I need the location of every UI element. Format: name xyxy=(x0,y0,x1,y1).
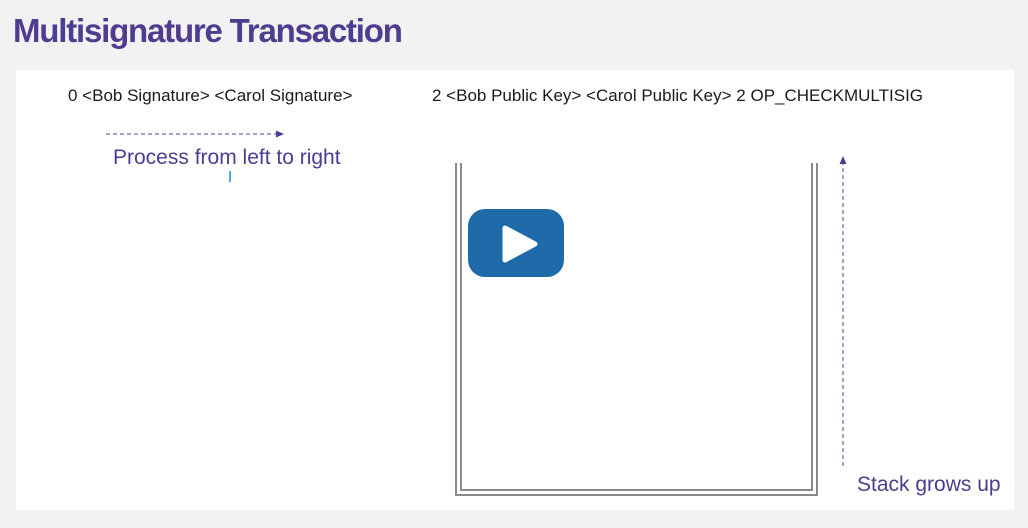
slide-panel xyxy=(16,70,1014,510)
text-cursor xyxy=(229,171,231,182)
slide-title: Multisignature Transaction xyxy=(13,12,403,49)
script-pubkey-text: 2 <Bob Public Key> <Carol Public Key> 2 … xyxy=(432,86,924,105)
play-icon xyxy=(502,225,538,263)
play-button[interactable] xyxy=(468,209,564,277)
script-sig-text: 0 <Bob Signature> <Carol Signature> xyxy=(68,86,353,105)
stack-direction-label: Stack grows up xyxy=(857,473,1001,496)
process-direction-label: Process from left to right xyxy=(113,146,341,169)
